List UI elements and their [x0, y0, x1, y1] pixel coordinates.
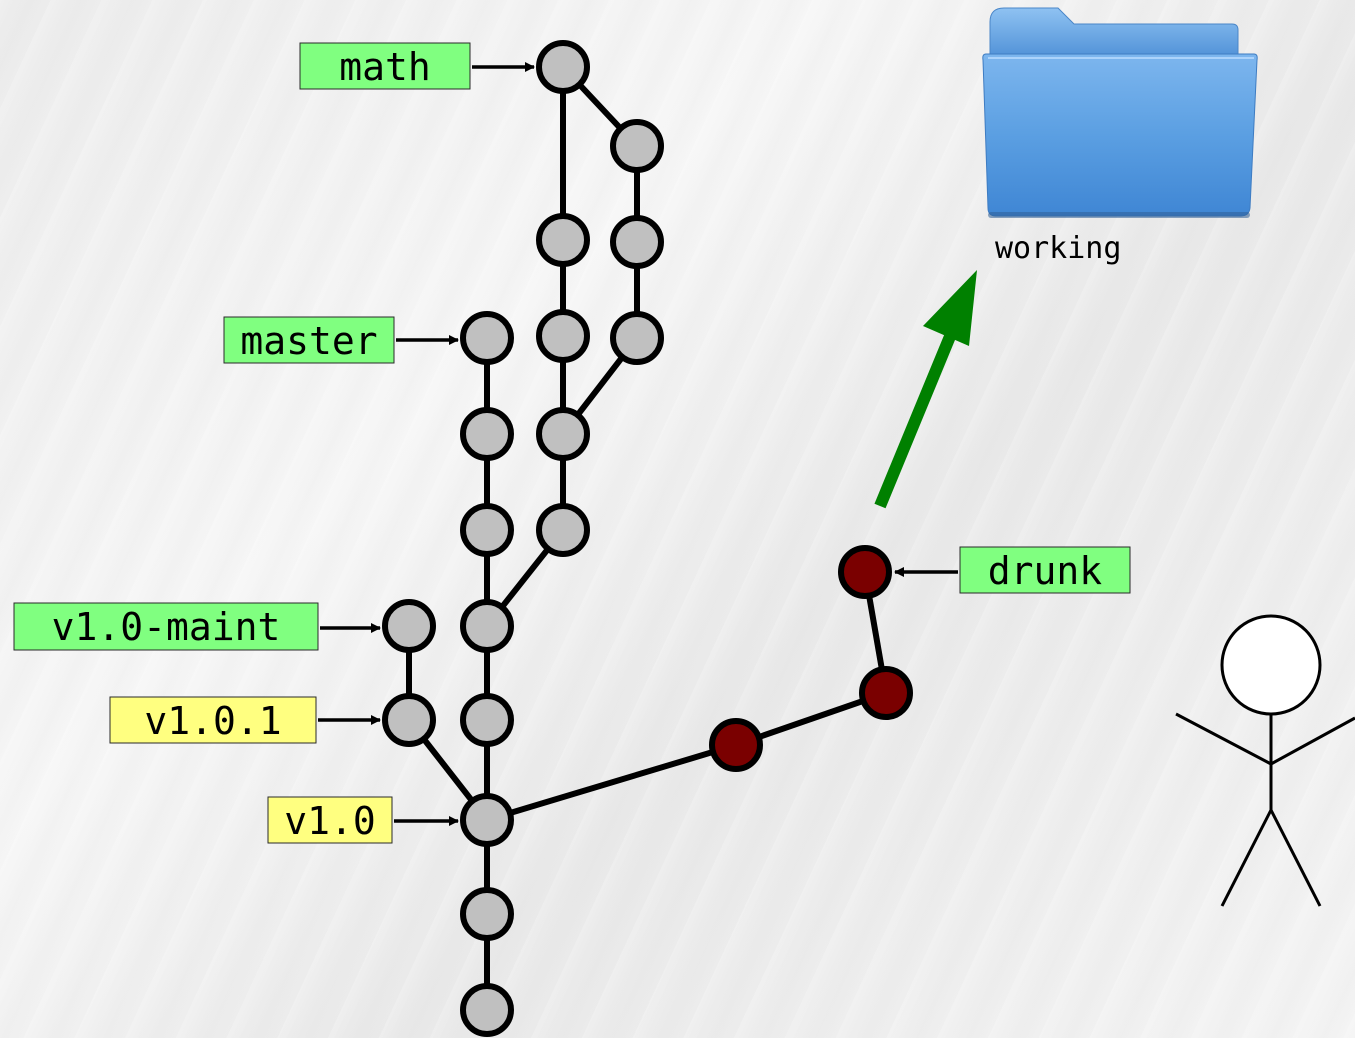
drunk-commit-node[interactable]: [709, 718, 763, 772]
branch-label-master[interactable]: master: [223, 316, 395, 364]
commit-node[interactable]: [536, 407, 590, 461]
commit-node[interactable]: [382, 599, 436, 653]
commit-node[interactable]: [460, 503, 514, 557]
branch-label-math-text: math: [339, 45, 431, 89]
commit-node[interactable]: [460, 693, 514, 747]
commit-node[interactable]: [536, 40, 590, 94]
commit-node[interactable]: [460, 793, 514, 847]
label-arrows: [318, 62, 958, 826]
commit-node[interactable]: [460, 887, 514, 941]
folder-icon[interactable]: [982, 7, 1258, 218]
stick-figure-icon: [1175, 614, 1355, 907]
commit-node[interactable]: [460, 983, 514, 1037]
commit-node[interactable]: [610, 215, 664, 269]
tag-label-v1-0-1[interactable]: v1.0.1: [109, 696, 317, 744]
commit-node[interactable]: [536, 309, 590, 363]
drunk-commit-node[interactable]: [838, 545, 892, 599]
branch-label-v1-0-maint-text: v1.0-maint: [52, 605, 281, 649]
branch-label-drunk-text: drunk: [988, 549, 1103, 593]
commit-nodes: [382, 40, 664, 1037]
tag-label-v1-0[interactable]: v1.0: [267, 796, 393, 844]
commit-node[interactable]: [536, 213, 590, 267]
commit-node[interactable]: [382, 693, 436, 747]
commit-node[interactable]: [460, 407, 514, 461]
checkout-arrow: [874, 270, 977, 509]
branch-label-math[interactable]: math: [299, 42, 471, 90]
drunk-commit-node[interactable]: [859, 666, 913, 720]
commit-node[interactable]: [610, 119, 664, 173]
commit-node[interactable]: [460, 311, 514, 365]
branch-label-master-text: master: [240, 319, 377, 363]
commit-node[interactable]: [536, 503, 590, 557]
branch-label-drunk[interactable]: drunk: [959, 546, 1131, 594]
tag-label-v1-0-text: v1.0: [284, 799, 376, 843]
drunk-commit-nodes: [709, 545, 913, 772]
tag-label-v1-0-1-text: v1.0.1: [144, 699, 281, 743]
branch-label-v1-0-maint[interactable]: v1.0-maint: [13, 602, 319, 651]
commit-node[interactable]: [460, 599, 514, 653]
commit-node[interactable]: [610, 311, 664, 365]
working-directory-label: working: [995, 231, 1121, 266]
